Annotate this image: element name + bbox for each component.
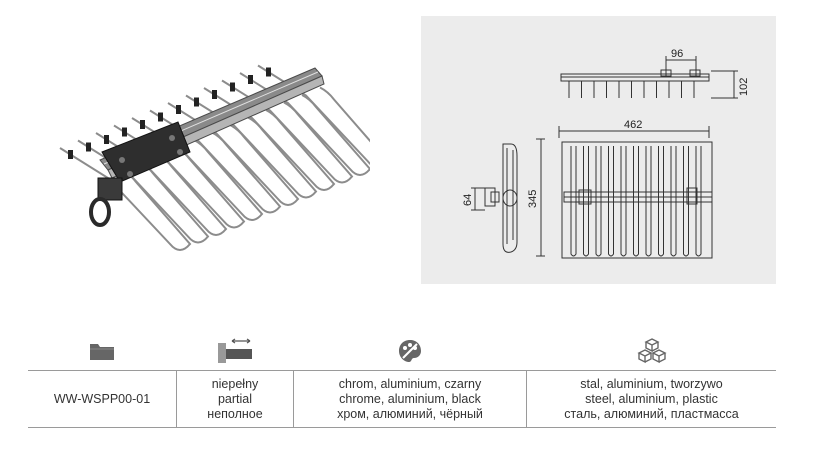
front-prong (645, 146, 652, 257)
technical-drawing: 96 102 462 (421, 16, 776, 284)
front-prong (570, 146, 577, 257)
rod-cap (158, 112, 163, 122)
icon-row (28, 334, 776, 370)
extension-pl: niepełny (211, 376, 259, 391)
partial-extension-icon (177, 334, 293, 368)
material-pl: stal, aluminium, tworzywo (580, 376, 723, 391)
hanger-rods (59, 64, 390, 251)
product-photo (40, 40, 390, 280)
extension-cell: niepełny partial неполное (177, 371, 293, 427)
front-frame (561, 141, 713, 259)
finish-ru: хром, алюминий, чёрный (337, 406, 483, 421)
rod-cap (212, 90, 217, 99)
front-prong (670, 146, 677, 257)
extension-en: partial (217, 391, 253, 406)
extension-ru: неполное (207, 406, 263, 421)
front-prong (620, 146, 627, 257)
rod-cap (248, 75, 253, 84)
front-prong (583, 146, 589, 257)
finish-cell: chrom, aluminium, czarny chrome, alumini… (294, 371, 526, 427)
front-prong (595, 146, 602, 257)
rod-cap (122, 127, 127, 137)
spec-table: WW-WSPP00-01 niepełny partial неполное c… (28, 334, 776, 428)
rod-cap (86, 142, 91, 152)
material-cell: stal, aluminium, tworzywo steel, alumini… (527, 371, 776, 427)
rod-cap (194, 97, 199, 107)
front-prong (658, 146, 664, 257)
rod-cap (68, 150, 73, 159)
folder-icon (28, 334, 176, 368)
front-prong (683, 146, 689, 257)
dim-bracket: 64 (462, 194, 474, 206)
dim-total-width: 462 (624, 119, 642, 131)
dimension-drawing: 96 102 462 (462, 48, 750, 259)
material-ru: сталь, алюминий, пластмасса (564, 406, 739, 421)
finish-en: chrome, aluminium, black (339, 391, 481, 406)
front-prong (608, 146, 614, 257)
rod-cap (230, 82, 235, 92)
trouser-rack-illustration (59, 64, 390, 251)
product-code: WW-WSPP00-01 (53, 391, 151, 406)
rod-cap (140, 120, 145, 129)
front-prong (695, 146, 702, 257)
front-view (558, 126, 713, 259)
finish-pl: chrom, aluminium, czarny (338, 376, 482, 391)
info-row: WW-WSPP00-01 niepełny partial неполное c… (28, 370, 776, 428)
rod-cap (266, 67, 271, 77)
dim-height: 102 (738, 78, 750, 96)
rod-cap (104, 135, 109, 144)
material-en: steel, aluminium, plastic (585, 391, 718, 406)
palette-icon (294, 334, 526, 368)
rod-cap (176, 105, 181, 114)
top-view (560, 56, 738, 99)
front-prong (633, 146, 639, 257)
side-view (471, 138, 545, 257)
mount-bracket (89, 121, 191, 227)
cubes-icon (527, 334, 776, 368)
product-code-cell: WW-WSPP00-01 (28, 371, 176, 427)
dim-hook-width: 96 (671, 48, 683, 60)
dim-depth: 345 (527, 190, 539, 208)
